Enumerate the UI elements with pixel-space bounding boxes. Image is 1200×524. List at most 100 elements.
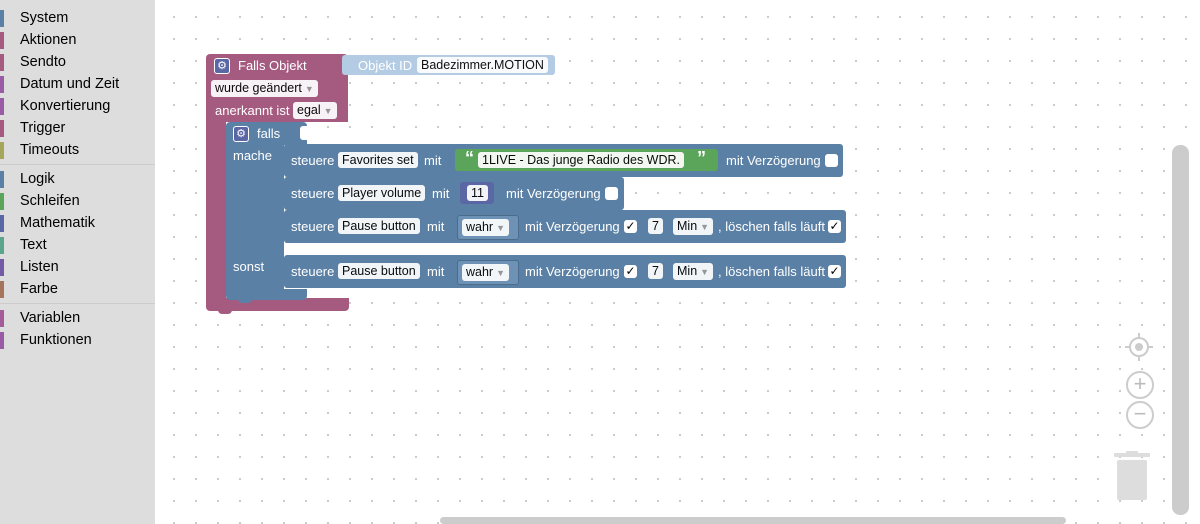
horizontal-scrollbar[interactable]: [440, 517, 1066, 524]
toolbox-category-schleifen[interactable]: Schleifen: [0, 190, 155, 212]
category-color-swatch: [0, 10, 4, 27]
category-label: Funktionen: [20, 332, 92, 348]
toolbox-category-text[interactable]: Text: [0, 234, 155, 256]
category-color-swatch: [0, 142, 4, 159]
mit-label: mit: [427, 219, 445, 234]
category-color-swatch: [0, 171, 4, 188]
delay-checkbox[interactable]: ✓: [624, 264, 637, 278]
toolbox-category-konvertierung[interactable]: Konvertierung: [0, 95, 155, 117]
target-icon[interactable]: [1125, 333, 1153, 361]
clear-checkbox[interactable]: ✓: [828, 219, 841, 233]
category-color-swatch: [0, 193, 4, 210]
mit-label: mit: [424, 153, 442, 168]
if-else-block-nub: [238, 298, 252, 303]
category-label: Text: [20, 237, 47, 253]
category-color-swatch: [0, 76, 4, 93]
number-value-field[interactable]: 11: [467, 185, 488, 201]
category-label: Listen: [20, 259, 59, 275]
category-color-swatch: [0, 281, 4, 298]
ack-dropdown-value: egal: [297, 103, 321, 117]
category-label: Logik: [20, 171, 55, 187]
delay-value-field[interactable]: 7: [648, 263, 663, 279]
delay-label: mit Verzögerung: [525, 219, 620, 234]
vertical-scrollbar[interactable]: [1172, 145, 1189, 515]
text-value-field[interactable]: 1LIVE - Das junge Radio des WDR.: [478, 152, 685, 168]
toolbox-category-variablen[interactable]: Variablen: [0, 307, 155, 329]
dropdown-arrow-icon: ▼: [304, 84, 314, 94]
toolbox-category-trigger[interactable]: Trigger: [0, 117, 155, 139]
delay-value-field[interactable]: 7: [648, 218, 663, 234]
clear-checkbox[interactable]: ✓: [828, 264, 841, 278]
quote-open-icon: “: [465, 148, 474, 168]
clear-label: , löschen falls läuft: [718, 219, 825, 234]
toolbox-category-system[interactable]: System: [0, 7, 155, 29]
trigger-block-nub: [218, 308, 232, 314]
category-color-swatch: [0, 215, 4, 232]
category-label: Sendto: [20, 54, 66, 70]
do-label: mache: [233, 148, 273, 163]
category-color-swatch: [0, 54, 4, 71]
category-color-swatch: [0, 120, 4, 137]
object-id-label: Objekt ID: [358, 58, 413, 73]
target-dropdown[interactable]: Favorites set: [338, 152, 418, 168]
zoom-in-button[interactable]: +: [1126, 371, 1154, 399]
toolbox-category-aktionen[interactable]: Aktionen: [0, 29, 155, 51]
steuere-label: steuere: [291, 186, 335, 201]
toolbox-category-mathematik[interactable]: Mathematik: [0, 212, 155, 234]
gear-icon[interactable]: ⚙: [214, 58, 230, 74]
if-else-block-bottom: [226, 289, 307, 300]
boolean-dropdown[interactable]: wahr▼: [462, 264, 510, 281]
target-dropdown[interactable]: Pause button: [338, 218, 420, 234]
toolbox-category-farbe[interactable]: Farbe: [0, 278, 155, 300]
toolbox-category-funktionen[interactable]: Funktionen: [0, 329, 155, 351]
unit-value: Min: [677, 264, 698, 278]
category-label: Aktionen: [20, 32, 77, 48]
zoom-out-button[interactable]: −: [1126, 401, 1154, 429]
toolbox-category-logik[interactable]: Logik: [0, 168, 155, 190]
ack-dropdown[interactable]: egal▼: [293, 102, 337, 119]
category-label: Datum und Zeit: [20, 76, 120, 92]
delay-checkbox[interactable]: ✓: [624, 219, 637, 233]
toolbox-category-datum-und-zeit[interactable]: Datum und Zeit: [0, 73, 155, 95]
unit-value: Min: [677, 219, 698, 233]
blockly-workspace[interactable]: ⚙ Falls Objekt Objekt ID Badezimmer.MOTI…: [155, 0, 1200, 524]
delay-checkbox[interactable]: [825, 154, 838, 167]
condition-socket[interactable]: [300, 126, 308, 140]
delay-label: mit Verzögerung: [525, 264, 620, 279]
target-dropdown[interactable]: Player volume: [338, 185, 426, 201]
unit-dropdown[interactable]: Min▼: [673, 218, 714, 235]
delay-label: mit Verzögerung: [506, 186, 601, 201]
mit-label: mit: [427, 264, 445, 279]
toolbox-separator: [0, 303, 155, 304]
category-label: Mathematik: [20, 215, 95, 231]
toolbox-category-listen[interactable]: Listen: [0, 256, 155, 278]
category-label: Trigger: [20, 120, 66, 136]
gear-icon[interactable]: ⚙: [233, 126, 249, 142]
category-color-swatch: [0, 310, 4, 327]
target-dropdown[interactable]: Pause button: [338, 263, 420, 279]
steuere-label: steuere: [291, 153, 335, 168]
if-label: falls: [257, 126, 281, 141]
boolean-value: wahr: [466, 220, 494, 234]
trigger-title: Falls Objekt: [238, 58, 307, 73]
category-color-swatch: [0, 332, 4, 349]
category-label: Schleifen: [20, 193, 80, 209]
toolbox-category-timeouts[interactable]: Timeouts: [0, 139, 155, 161]
change-dropdown[interactable]: wurde geändert▼: [211, 80, 318, 97]
steuere-label: steuere: [291, 264, 335, 279]
toolbox-separator: [0, 164, 155, 165]
category-label: System: [20, 10, 69, 26]
dropdown-arrow-icon: ▼: [323, 106, 333, 116]
object-id-field[interactable]: Badezimmer.MOTION: [417, 57, 548, 73]
mit-label: mit: [432, 186, 450, 201]
delay-label: mit Verzögerung: [726, 153, 821, 168]
boolean-dropdown[interactable]: wahr▼: [462, 219, 510, 236]
trash-icon[interactable]: [1112, 451, 1152, 501]
delay-checkbox[interactable]: [605, 187, 618, 200]
steuere-label: steuere: [291, 219, 335, 234]
boolean-value: wahr: [466, 265, 494, 279]
unit-dropdown[interactable]: Min▼: [673, 263, 714, 280]
category-label: Konvertierung: [20, 98, 111, 114]
toolbox-category-sendto[interactable]: Sendto: [0, 51, 155, 73]
